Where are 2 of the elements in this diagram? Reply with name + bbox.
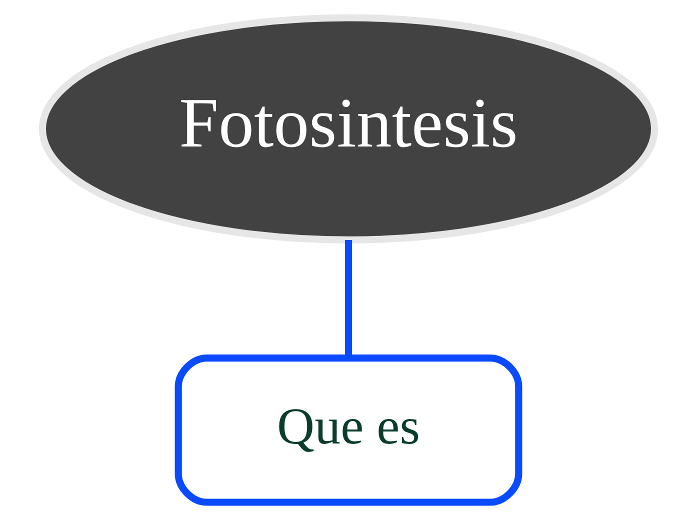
node-box: Que es — [174, 354, 522, 506]
node-ellipse: Fotosintesis — [38, 14, 658, 244]
